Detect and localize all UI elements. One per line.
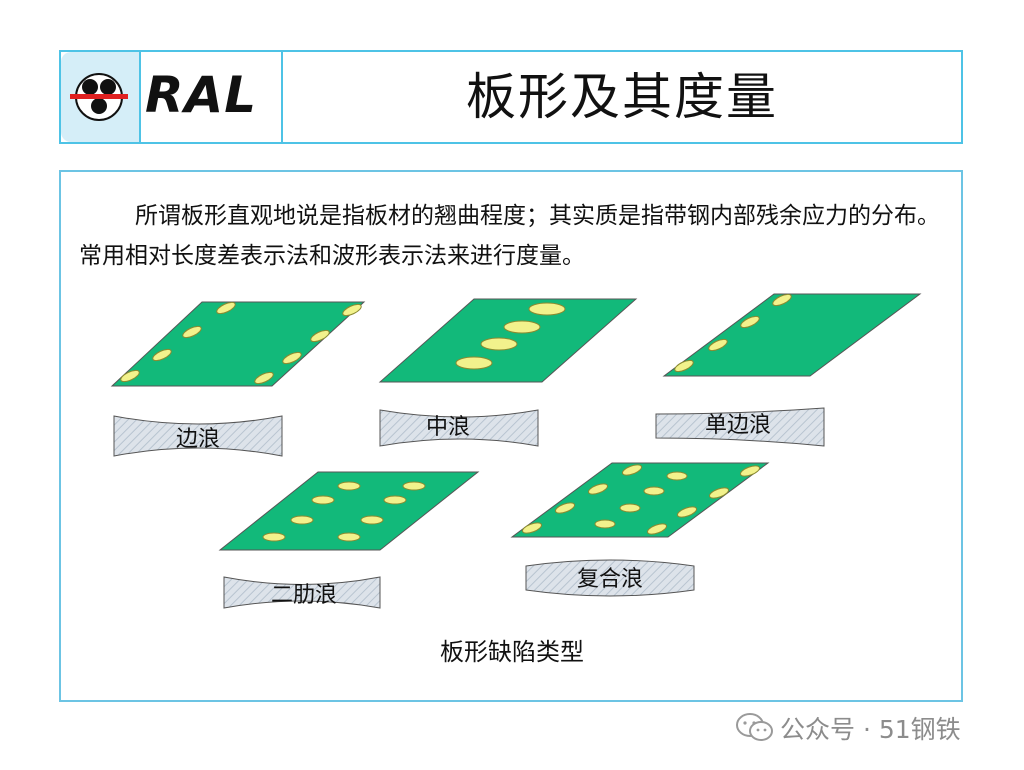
label-compound-wave: 复合浪 — [577, 567, 643, 592]
logo-panel — [61, 52, 141, 142]
profile-compound-wave — [525, 559, 695, 597]
ral-emblem-icon — [70, 73, 128, 121]
plate-edge-wave — [110, 301, 366, 387]
page-title: 板形及其度量 — [466, 68, 778, 126]
intro-paragraph: 所谓板形直观地说是指板材的翘曲程度；其实质是指带钢内部残余应力的分布。常用相对长… — [79, 203, 940, 269]
plate-center-wave — [378, 298, 638, 383]
label-edge-wave: 边浪 — [176, 427, 220, 452]
plate-quarter-wave — [218, 471, 480, 551]
figure-caption: 板形缺陷类型 — [440, 638, 584, 666]
profile-edge-wave — [113, 415, 283, 457]
content-panel: 所谓板形直观地说是指板材的翘曲程度；其实质是指带钢内部残余应力的分布。常用相对长… — [59, 170, 963, 702]
label-single-edge-wave: 单边浪 — [705, 413, 771, 438]
label-center-wave: 中浪 — [426, 415, 470, 440]
plate-single-edge-wave — [662, 293, 922, 377]
title-banner: RAL 板形及其度量 — [59, 50, 963, 144]
title-divider — [281, 52, 283, 142]
profile-quarter-wave — [223, 576, 381, 609]
profile-single-edge-wave — [655, 407, 825, 447]
logo-text: RAL — [145, 66, 258, 124]
profile-center-wave — [379, 409, 539, 447]
plate-compound-wave — [510, 462, 770, 538]
watermark-text: 公众号 · 51钢铁 — [780, 715, 961, 744]
label-quarter-wave: 二肋浪 — [271, 583, 337, 608]
wechat-icon — [736, 713, 773, 741]
